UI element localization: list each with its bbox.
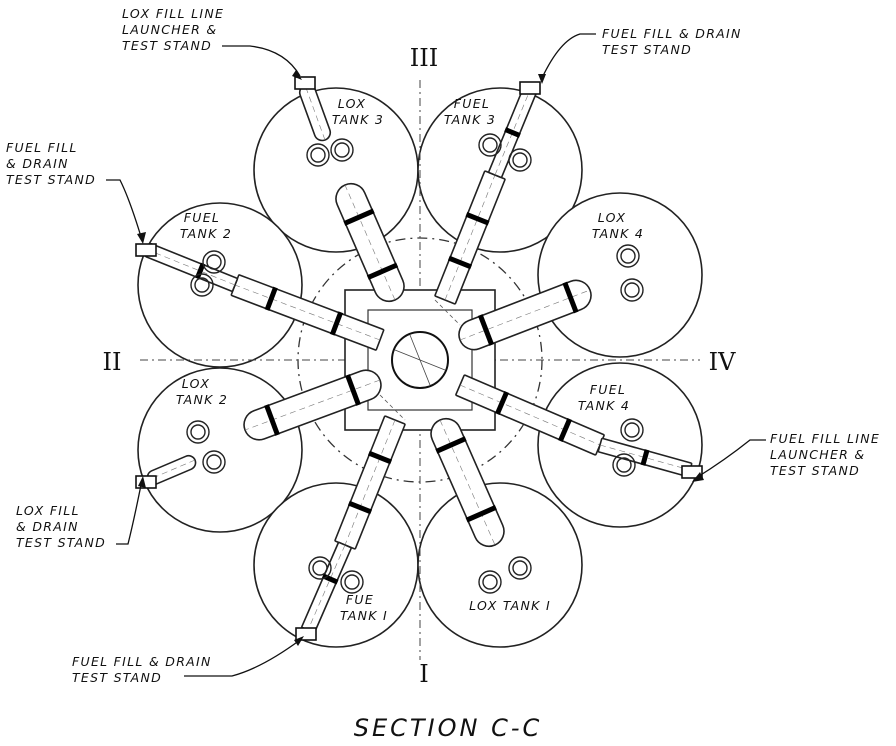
tank-label-fuel2-l2: TANK 2 [180,226,232,241]
arm-to-fuel3 [434,170,506,305]
callout-lox-fill-launcher-l1: LOX FILL LINE [122,6,224,21]
tank-label-fuel3-l1: FUEL [454,96,490,111]
callout-fuel-fill-launcher-l2: LAUNCHER & [770,447,865,462]
tank-port [478,570,502,594]
position-III: III [410,44,438,72]
tank-labels: LOX TANK 3 FUEL TANK 3 FUEL TANK 2 LOX T… [176,96,644,623]
callout-fuel-fill-launcher-l3: TEST STAND [770,463,860,478]
tank-lox-1 [417,482,583,648]
callout-fuel-fill-drain-left-l3: TEST STAND [6,172,96,187]
pipe-runs [135,76,703,641]
tank-label-lox3-l2: TANK 3 [332,112,384,127]
tank-port [306,143,330,167]
tank-label-fuel4-l1: FUEL [590,382,626,397]
tank-label-fuel1-l1: FUE [346,592,374,607]
tank-label-fuel4-l2: TANK 4 [578,398,630,413]
arm-to-lox3 [335,182,405,303]
arm-to-lox1 [430,417,505,548]
tank-port [508,556,532,580]
fuel-fill-drain-left-line [144,243,239,292]
position-I: I [419,660,428,688]
tank-label-lox3-l1: LOX [338,96,367,111]
arm-to-lox4 [458,279,592,351]
tank-label-fuel2-l1: FUEL [184,210,220,225]
tank-port [616,244,640,268]
tank-port [330,138,354,162]
tank-ports [186,133,644,594]
tank-port [190,273,214,297]
callout-fuel-fill-drain-left-l2: & DRAIN [6,156,69,171]
callout-fuel-fill-drain-bottom-l2: TEST STAND [72,670,162,685]
tank-label-fuel3-l2: TANK 3 [444,112,496,127]
tank-port [620,278,644,302]
central-structure [344,289,496,431]
tank-port [202,450,226,474]
end-fitting [295,627,317,641]
end-fitting [519,81,541,95]
callout-fuel-fill-launcher-l1: FUEL FILL LINE [770,431,880,446]
callout-fuel-fill-drain-top-l1: FUEL FILL & DRAIN [602,26,742,41]
tank-port [202,250,226,274]
callout-fuel-fill-drain-left-l1: FUEL FILL [6,140,78,155]
end-fitting [294,76,316,90]
callout-lox-fill-launcher-l3: TEST STAND [122,38,212,53]
position-IV: IV [709,348,736,376]
position-II: II [103,348,122,376]
tank-label-lox2-l1: LOX [182,376,211,391]
callout-lox-fill-drain-l1: LOX FILL [16,503,80,518]
end-fitting [681,465,703,479]
callout-lox-fill-launcher-l2: LAUNCHER & [122,22,217,37]
end-fitting [135,243,157,257]
fuel-fill-launcher-line [597,437,693,478]
position-numerals: I II III IV [103,44,737,688]
callouts: LOX FILL LINE LAUNCHER & TEST STAND FUEL… [6,6,880,685]
tank-port [478,133,502,157]
tank-port [620,418,644,442]
tank-lox-4 [537,192,703,358]
callout-fuel-fill-drain-bottom-l1: FUEL FILL & DRAIN [72,654,212,669]
callout-lox-fill-drain-l3: TEST STAND [16,535,106,550]
tank-port [186,420,210,444]
tank-port [340,570,364,594]
tank-label-lox2-l2: TANK 2 [176,392,228,407]
tank-port [308,556,332,580]
tank-label-lox1-l1: LOX TANK I [469,598,551,613]
arm-to-lox2 [243,369,382,441]
tank-label-fuel1-l2: TANK I [340,608,388,623]
section-title: SECTION C-C [354,714,543,742]
tank-port [612,453,636,477]
tank-label-lox4-l1: LOX [598,210,627,225]
callout-fuel-fill-drain-top-l2: TEST STAND [602,42,692,57]
tank-port [508,148,532,172]
callout-lox-fill-drain-l2: & DRAIN [16,519,79,534]
tank-label-lox4-l2: TANK 4 [592,226,644,241]
